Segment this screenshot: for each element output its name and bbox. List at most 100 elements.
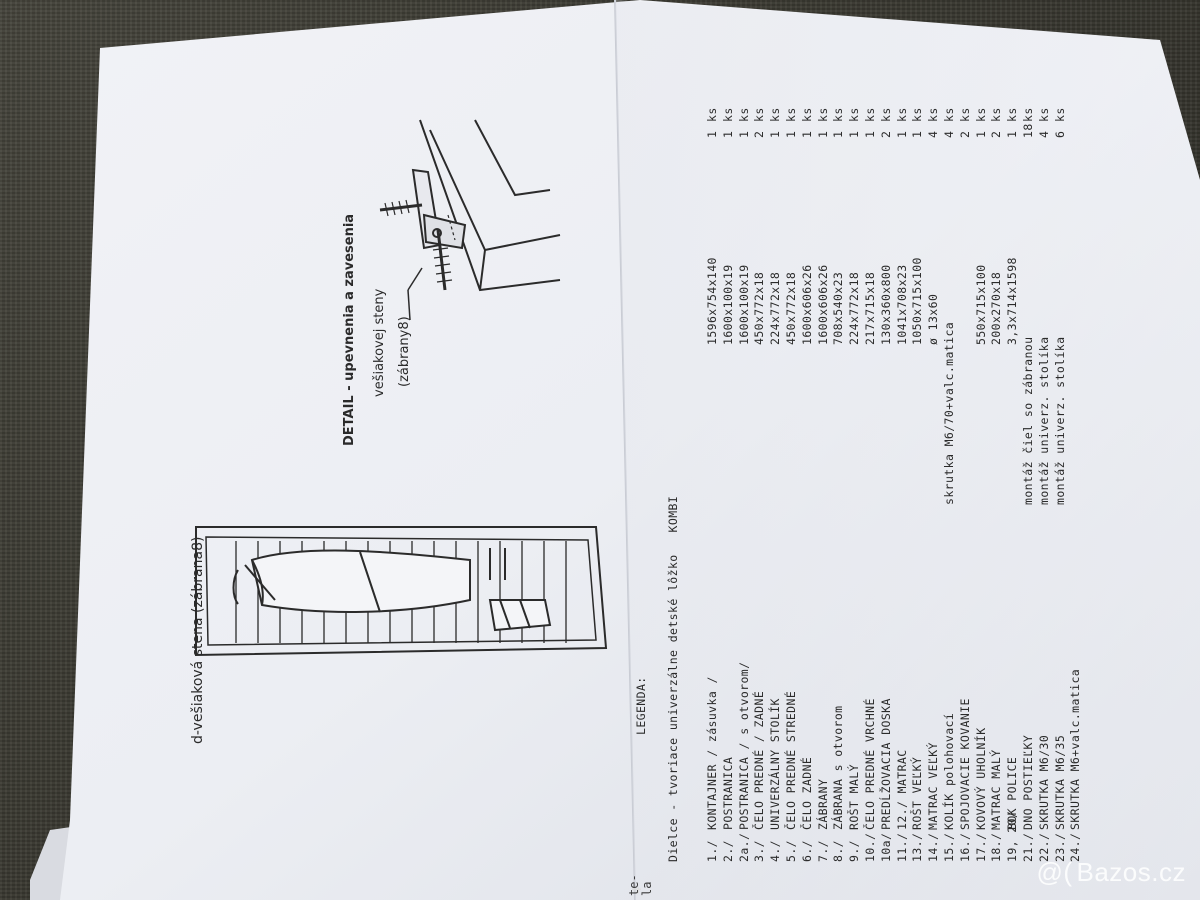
legend-item-dimension: 1050x715x100 [910, 257, 925, 345]
legend-item-number: 13./ [910, 832, 925, 862]
legend-item-dimension: 1600x606x26 [815, 264, 830, 345]
legend-item-unit: ks [768, 107, 783, 122]
legend-item-quantity: 6 [1052, 130, 1067, 138]
watermark-site: Bazos.cz [1076, 857, 1186, 887]
legend-item-name: UNIVERZÁLNY STOLÍK [768, 698, 783, 830]
legend-item-name: SKRUTKA M6+valc.matica [1068, 668, 1083, 830]
legend-item-quantity: 4 [926, 130, 941, 138]
legend-item-name: ČELO ZADNÉ [799, 756, 814, 830]
legend-item-unit: ks [784, 107, 798, 122]
legend-item-dimension: 1596x754x140 [705, 257, 719, 345]
legend-item-number: 6./ [799, 840, 814, 862]
legend-item-dimension: 550x715x100 [973, 264, 988, 345]
legend-item-quantity: 2 [957, 130, 972, 138]
legend-item-unit: ks [1005, 107, 1020, 122]
legend-item-unit: ks [752, 107, 767, 122]
legend-item-number: 16./ [957, 832, 972, 862]
legend-item-number: 1./ [705, 840, 719, 862]
legend-item-number: 4./ [768, 840, 783, 862]
legend-item-name: KOVOVÝ UHOLNÍK [973, 727, 988, 830]
legend-item-dimension: 1041x708x23 [894, 264, 909, 345]
legend-item-dimension: 450x772x18 [784, 271, 798, 345]
legend-item-number: 10a/ [878, 832, 893, 862]
legend-item-unit: ks [736, 107, 751, 122]
legend-item-dimension: 1600x606x26 [799, 264, 814, 345]
legend-item-dimension: 130x360x800 [878, 264, 893, 345]
legend-item-quantity: 2 [878, 130, 893, 138]
hanger-wall-caption: d-vešiaková stena (zábrana8) [190, 536, 206, 744]
legend-item-dimension: montáž čiel so zábranou [1021, 336, 1035, 505]
legend-item-quantity: 1 [831, 130, 846, 138]
bazos-watermark: @( Bazos.cz [1036, 857, 1186, 888]
legend-item-number: 2./ [720, 840, 735, 862]
legend-item-unit: ks [720, 107, 735, 122]
legend-item-number: 10./ [863, 832, 877, 862]
legend-item-dimension: 1600x100x19 [736, 264, 751, 345]
legend-item-quantity: 1 [847, 130, 862, 138]
legend-item-name: KONTAJNER / zásuvka / [705, 676, 719, 830]
legend-item-unit: ks [799, 107, 814, 122]
legend-item-number: 9./ [847, 840, 862, 862]
legend-item-quantity: 1 [736, 130, 751, 138]
legend-item-quantity: 1 [784, 130, 798, 138]
legend-subtitle: Dielce - tvoriace univerzálne detské lôž… [666, 495, 680, 862]
legend-item-name: ROŠT MALÝ [847, 764, 862, 830]
legend-item-name: BOK POLICE [1005, 756, 1020, 830]
legend-item-name: DNO POSTIEĽKY [1021, 734, 1035, 830]
legend-item-name: SKRUTKA M6/35 [1052, 734, 1067, 830]
legend-item-unit: ks [973, 107, 988, 122]
legend-item-number: 17./ [973, 832, 988, 862]
legend-item-name: KOLÍK polohovací [942, 712, 956, 830]
legend-item-unit: ks [705, 107, 719, 122]
legend-item-dimension: 200x270x18 [989, 271, 1004, 345]
legend-item-name: MATRAC MALÝ [989, 749, 1004, 830]
legend-item-quantity: 1 [910, 130, 925, 138]
legend-item-dimension: 217x715x18 [863, 271, 877, 345]
legend-item-name: ČELO PREDNÉ VRCHNÉ [863, 698, 877, 830]
legend-item-number: 21./ [1021, 832, 1035, 862]
legend-item-quantity: 1 [894, 130, 909, 138]
legend-item-quantity: 4 [1036, 130, 1051, 138]
legend-item-dimension: ø 13x60 [926, 293, 941, 345]
legend-item-dimension: skrutka M6/70+valc.matica [942, 321, 956, 505]
detail-subtitle-1: vešiakovej steny [372, 288, 387, 397]
legend-item-unit: ks [847, 107, 862, 122]
legend-item-quantity: 18 [1021, 123, 1035, 138]
legend-item-number: 15./ [942, 832, 956, 862]
hanger-wall-drawing [195, 526, 608, 657]
legend-item-unit: ks [989, 107, 1004, 122]
legend-item-unit: ks [926, 107, 941, 122]
legend-item-number: 11./ [894, 832, 909, 862]
legend-item-name: 12./ MATRAC [894, 749, 909, 830]
legend-item-quantity: 1 [799, 130, 814, 138]
legend-heading: LEGENDA: [634, 676, 648, 735]
detail-mount-drawing [379, 119, 561, 321]
legend-item-dimension: montáž univerz. stolíka [1052, 336, 1067, 505]
legend-item-number: 7./ [815, 840, 830, 862]
legend-item-name: POSTRANICA [720, 756, 735, 830]
legend-item-dimension: 224x772x18 [847, 271, 862, 345]
legend-item-unit: ks [942, 107, 956, 122]
legend-item-dimension: montáž univerz. stolíka [1036, 336, 1051, 505]
edge-text-c: la [640, 881, 654, 896]
legend-item-unit: ks [957, 107, 972, 122]
legend-item-dimension: 1600x100x19 [720, 264, 735, 345]
legend-item-name: POSTRANICA / s otvorom/ [736, 661, 751, 830]
legend-item-quantity: 2 [752, 130, 767, 138]
legend-item-number: 3./ [752, 840, 767, 862]
legend-item-number: 18./ [989, 832, 1004, 862]
legend-item-dimension: 3,3x714x1598 [1005, 257, 1020, 345]
legend-item-name: ČELO PREDNÉ / ZADNÉ [752, 690, 767, 830]
legend-item-unit: ks [910, 107, 925, 122]
legend-item-number: 5./ [784, 840, 798, 862]
legend-item-name: ZÁBRANA s otvorom [831, 705, 846, 830]
legend-item-name: SKRUTKA M6/30 [1036, 734, 1051, 830]
legend-item-name: ČELO PREDNÉ STREDNÉ [784, 690, 798, 830]
legend-item-name: PREDĹŽOVACIA DOSKA [878, 698, 893, 830]
legend-item-dimension: 708x540x23 [831, 271, 846, 345]
legend-item-quantity: 1 [720, 130, 735, 138]
legend-item-quantity: 1 [768, 130, 783, 138]
legend-item-quantity: 1 [1005, 130, 1020, 138]
legend-item-quantity: 1 [863, 130, 877, 138]
